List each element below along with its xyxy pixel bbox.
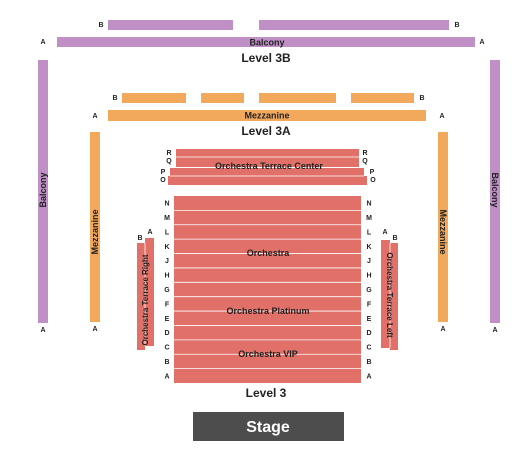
terrace-right-a-letter: A	[147, 229, 152, 236]
orchestra-row-letter-left: J	[165, 258, 169, 265]
balcony-row-b-left[interactable]	[108, 20, 233, 30]
orchestra-row-letter-right: D	[366, 330, 371, 337]
terrace-center-row-o[interactable]	[168, 176, 367, 185]
mezzanine-row-a-left-letter: A	[92, 113, 97, 120]
balcony-section[interactable]	[38, 20, 500, 323]
orchestra-row-letter-right: E	[367, 316, 372, 323]
orchestra-row-letter-right: N	[366, 201, 371, 208]
mezzanine-right-side[interactable]	[438, 132, 448, 322]
mezzanine-row-b-left-letter: B	[112, 95, 117, 102]
terrace-left-row-b[interactable]	[390, 243, 398, 350]
orchestra-terrace-center-section[interactable]	[168, 149, 367, 185]
balcony-row-a[interactable]	[57, 37, 475, 47]
terrace-row-q-right: Q	[362, 158, 368, 165]
orchestra-row-letter-left: H	[164, 273, 169, 280]
balcony-row-b-right-letter: B	[454, 22, 459, 29]
orchestra-row-letter-right: K	[366, 244, 371, 251]
mezzanine-row-b-2[interactable]	[201, 93, 244, 103]
balcony-right-label: Balcony	[490, 172, 500, 207]
orchestra-row-letter-left: F	[165, 301, 170, 308]
orchestra-terrace-center-label: Orchestra Terrace Center	[215, 161, 323, 171]
orchestra-row-letter-right: M	[366, 215, 372, 222]
balcony-row-a-left-letter: A	[40, 39, 45, 46]
mezzanine-row-b-1[interactable]	[122, 93, 186, 103]
orchestra-row-letter-left: G	[164, 287, 170, 294]
terrace-center-row-r[interactable]	[176, 149, 359, 157]
mezzanine-left-label: Mezzanine	[90, 209, 100, 254]
orchestra-terrace-right-label: Orchestra Terrace Right	[141, 254, 150, 345]
terrace-left-a-letter: A	[382, 229, 387, 236]
stage	[193, 412, 344, 441]
orchestra-terrace-left-label: Orchestra Terrace Left	[385, 252, 394, 338]
terrace-right-b-letter: B	[137, 235, 142, 242]
orchestra-row-letter-right: F	[367, 301, 372, 308]
orchestra-row-letter-right: B	[366, 359, 371, 366]
orchestra-row-letter-left: N	[164, 201, 169, 208]
mezzanine-row-b-4[interactable]	[351, 93, 414, 103]
orchestra-row-letter-right: L	[367, 229, 372, 236]
orchestra-row-letter-left: E	[165, 316, 170, 323]
terrace-row-p-left: P	[161, 169, 166, 176]
orchestra-row-letter-left: M	[164, 215, 170, 222]
terrace-row-r-left: R	[166, 150, 171, 157]
terrace-row-q-left: Q	[166, 158, 172, 165]
mezzanine-row-b-3[interactable]	[259, 93, 336, 103]
orchestra-row-letter-left: C	[164, 345, 169, 352]
terrace-row-o-left: O	[160, 177, 166, 184]
terrace-left-b-letter: B	[392, 235, 397, 242]
terrace-right-row-a[interactable]	[145, 238, 154, 346]
orchestra-row-letter-left: A	[164, 373, 169, 380]
orchestra-row-letter-right: A	[366, 373, 371, 380]
mezzanine-row-b-right-letter: B	[419, 95, 424, 102]
orchestra-row-letter-right: J	[367, 258, 371, 265]
balcony-right-side[interactable]	[490, 60, 500, 323]
terrace-center-row-q[interactable]	[176, 157, 359, 167]
level-3a-label: Level 3A	[241, 124, 291, 138]
mezzanine-row-a-right-letter: A	[439, 113, 444, 120]
orchestra-row-letter-left: D	[164, 330, 169, 337]
orchestra-terrace-left-section[interactable]	[381, 240, 398, 350]
orchestra-vip-label: Orchestra VIP	[238, 349, 298, 359]
terrace-right-row-b[interactable]	[137, 243, 145, 350]
orchestra-row-letter-left: L	[165, 229, 170, 236]
level-3b-label: Level 3B	[241, 51, 291, 65]
orchestra-row-letter-right: G	[366, 287, 372, 294]
balcony-row-b-left-letter: B	[98, 22, 103, 29]
mezzanine-left-side[interactable]	[90, 132, 100, 322]
mezzanine-right-a-letter: A	[440, 326, 445, 333]
orchestra-row-dividers	[174, 209, 361, 370]
balcony-left-side[interactable]	[38, 60, 48, 323]
mezzanine-section[interactable]	[90, 93, 448, 322]
orchestra-row-letter-right: H	[366, 273, 371, 280]
balcony-row-a-right-letter: A	[479, 39, 484, 46]
terrace-left-row-a[interactable]	[381, 240, 390, 348]
terrace-row-r-right: R	[362, 150, 367, 157]
level-3-label: Level 3	[246, 386, 287, 400]
balcony-row-b-right[interactable]	[259, 20, 449, 30]
mezzanine-label: Mezzanine	[244, 111, 289, 121]
orchestra-row-letter-right: C	[366, 345, 371, 352]
balcony-left-a-letter: A	[40, 327, 45, 334]
orchestra-platinum-label: Orchestra Platinum	[226, 306, 309, 316]
orchestra-label: Orchestra	[247, 248, 291, 258]
balcony-right-a-letter: A	[492, 327, 497, 334]
balcony-left-label: Balcony	[38, 172, 48, 207]
mezzanine-row-a[interactable]	[108, 110, 426, 121]
orchestra-row-letter-left: K	[164, 244, 169, 251]
mezzanine-right-label: Mezzanine	[438, 209, 448, 254]
stage-label: Stage	[246, 419, 290, 436]
orchestra-terrace-right-section[interactable]	[137, 238, 154, 350]
balcony-label: Balcony	[249, 38, 284, 48]
terrace-row-o-right: O	[370, 177, 376, 184]
mezzanine-left-a-letter: A	[92, 326, 97, 333]
orchestra-row-letter-left: B	[164, 359, 169, 366]
terrace-center-row-p[interactable]	[170, 168, 364, 176]
terrace-row-p-right: P	[370, 169, 375, 176]
orchestra-section[interactable]	[174, 196, 361, 383]
